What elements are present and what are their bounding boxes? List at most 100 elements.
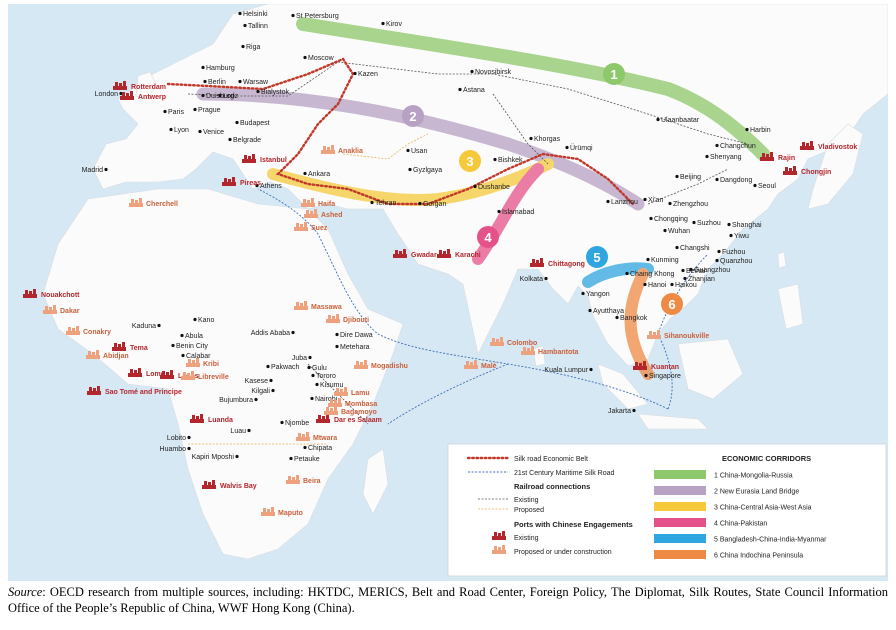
city-label: Khorgas bbox=[534, 136, 561, 143]
port-labels: RotterdamAntwerpIstanbulPireasVladivosto… bbox=[23, 81, 857, 517]
city-label: Riga bbox=[246, 44, 261, 51]
city-label: Singapore bbox=[649, 373, 681, 380]
port-proposed-label: Djibouti bbox=[343, 317, 369, 324]
legend-corridor-label: 4 China-Pakistan bbox=[714, 521, 767, 528]
port-proposed-label: Abidjan bbox=[103, 353, 129, 360]
land-uk bbox=[135, 71, 157, 100]
city-dot bbox=[187, 435, 191, 440]
port-proposed-label: Lamu bbox=[351, 390, 370, 397]
city-label: Hanoi bbox=[648, 282, 667, 289]
port-existing-label: Pireas bbox=[240, 180, 261, 187]
city-label: Chipata bbox=[308, 445, 332, 452]
city-label: Changshi bbox=[680, 245, 710, 252]
city-dot bbox=[235, 454, 239, 459]
city-dot bbox=[201, 93, 205, 98]
corridor-number-5: 5 bbox=[593, 250, 600, 265]
city-dot bbox=[727, 222, 731, 227]
city-dot bbox=[589, 367, 593, 372]
city-label: Kano bbox=[198, 317, 214, 324]
source-text: : OECD research from multiple sources, i… bbox=[8, 585, 888, 615]
port-existing-icon bbox=[23, 289, 37, 298]
city-label: Dire Dawa bbox=[340, 332, 373, 339]
port-existing-label: Gwadar bbox=[411, 252, 437, 259]
city-dot bbox=[644, 373, 648, 378]
port-proposed-icon bbox=[294, 301, 308, 310]
port-existing-icon bbox=[113, 81, 127, 90]
city-label: Kuala Lumpur bbox=[544, 367, 588, 374]
city-dot bbox=[243, 23, 247, 28]
city-label: Paris bbox=[168, 109, 184, 116]
city-dot bbox=[218, 93, 222, 98]
city-dot bbox=[406, 148, 410, 153]
rail-proposed bbox=[188, 133, 429, 445]
city-label: Tehran bbox=[375, 200, 397, 207]
city-label: Kasese bbox=[245, 378, 268, 385]
port-existing-icon bbox=[242, 154, 256, 163]
city-dot bbox=[544, 276, 548, 281]
city-dot bbox=[238, 11, 242, 16]
city-dot bbox=[256, 89, 260, 94]
city-dot bbox=[201, 65, 205, 70]
city-label: Benin City bbox=[176, 343, 208, 350]
city-dot bbox=[715, 143, 719, 148]
city-dot bbox=[656, 117, 660, 122]
city-label: Harbin bbox=[750, 127, 771, 134]
city-label: Moscow bbox=[308, 55, 335, 62]
city-dot bbox=[280, 420, 284, 425]
corridor-number-6: 6 bbox=[668, 297, 675, 312]
land-madagascar bbox=[362, 448, 389, 515]
city-dot bbox=[418, 201, 422, 206]
port-proposed-icon bbox=[326, 314, 340, 323]
city-label: Bangkok bbox=[620, 315, 648, 322]
city-label: Jakarta bbox=[608, 408, 631, 415]
legend-corridor-swatch bbox=[654, 486, 706, 495]
city-dot bbox=[689, 267, 693, 272]
city-label: Budapest bbox=[240, 120, 270, 127]
city-dot bbox=[408, 167, 412, 172]
city-label: Helsinki bbox=[243, 11, 268, 18]
city-label: Kaduna bbox=[132, 323, 156, 330]
city-dot bbox=[473, 184, 477, 189]
port-existing-icon bbox=[393, 249, 407, 258]
city-dot bbox=[675, 174, 679, 179]
port-existing-label: Istanbul bbox=[260, 157, 287, 164]
port-proposed-label: Ashed bbox=[321, 212, 342, 219]
port-existing-icon bbox=[222, 177, 236, 186]
city-label: Fuzhou bbox=[722, 249, 745, 256]
port-proposed-label: Mtwara bbox=[313, 435, 337, 442]
city-dot bbox=[643, 282, 647, 287]
city-dot bbox=[353, 71, 357, 76]
maritime-route-east-africa bbox=[387, 363, 509, 425]
port-existing-label: Chongjin bbox=[801, 169, 831, 176]
city-dot bbox=[615, 315, 619, 320]
port-existing-icon bbox=[316, 414, 330, 423]
port-existing-label: Lome bbox=[146, 371, 165, 378]
port-existing-icon bbox=[190, 414, 204, 423]
port-proposed-icon bbox=[43, 305, 57, 314]
city-dot bbox=[632, 408, 636, 413]
rail-trans-siberian bbox=[337, 61, 749, 145]
city-label: Luau bbox=[230, 428, 246, 435]
land-java bbox=[637, 413, 709, 430]
city-label: Kapiri Mposhi bbox=[192, 454, 235, 461]
city-label: Lobito bbox=[167, 435, 186, 442]
city-dot bbox=[335, 332, 339, 337]
city-dot bbox=[180, 333, 184, 338]
corridor-marker-6: 6 bbox=[661, 293, 683, 315]
rail-europe bbox=[187, 61, 339, 97]
city-dot bbox=[588, 308, 592, 313]
legend-corridor-swatch bbox=[654, 550, 706, 559]
city-label: Kunming bbox=[651, 257, 679, 264]
city-label: Bishkek bbox=[498, 157, 523, 164]
city-label: Kilgali bbox=[251, 388, 270, 395]
port-proposed-icon bbox=[464, 360, 478, 369]
corridor-6-band bbox=[624, 268, 654, 380]
city-label: Abula bbox=[185, 333, 203, 340]
city-label: Gorgan bbox=[423, 201, 446, 208]
corridor-marker-1: 1 bbox=[603, 63, 625, 85]
city-dot bbox=[271, 388, 275, 393]
city-label: Zhengzhou bbox=[673, 201, 708, 208]
city-dot bbox=[581, 291, 585, 296]
